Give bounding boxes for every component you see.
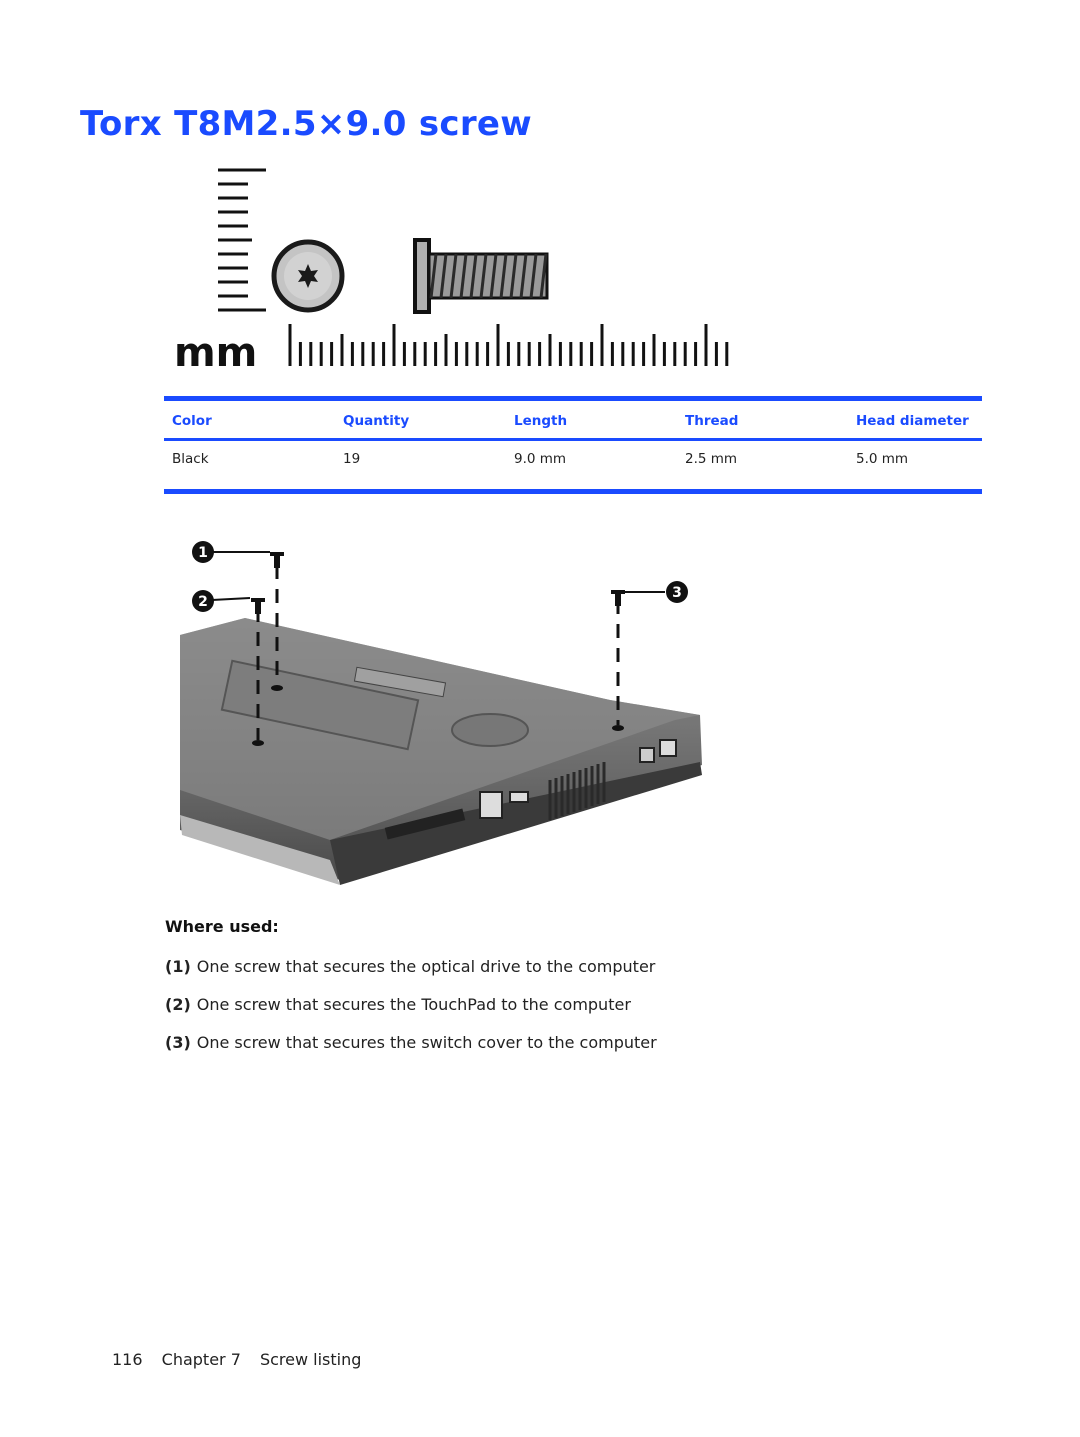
callout-1-label: 1 xyxy=(198,545,208,561)
screw-side-icon xyxy=(413,238,549,314)
ruler-icon xyxy=(218,168,729,366)
chapter-label: Chapter 7 xyxy=(161,1350,241,1369)
callout-2-label: 2 xyxy=(198,594,208,610)
page-number: 116 xyxy=(112,1350,143,1369)
screw-guide-lines xyxy=(256,565,620,740)
cell-color: Black xyxy=(164,439,335,494)
list-item: (1) One screw that secures the optical dr… xyxy=(165,955,657,993)
list-item-number: (1) xyxy=(165,957,191,976)
list-item-text: One screw that secures the TouchPad to t… xyxy=(196,995,631,1014)
page-title: Torx T8M2.5×9.0 screw xyxy=(80,104,532,144)
cell-thread: 2.5 mm xyxy=(677,439,848,494)
list-item: (3) One screw that secures the switch cov… xyxy=(165,1031,657,1069)
callout-2: 2 xyxy=(192,590,214,612)
list-item-text: One screw that secures the switch cover … xyxy=(196,1033,657,1052)
page-footer: 116 Chapter 7 Screw listing xyxy=(112,1350,375,1369)
table-row: Black 19 9.0 mm 2.5 mm 5.0 mm xyxy=(164,439,982,494)
where-used-heading: Where used: xyxy=(165,917,279,936)
laptop-screw-location-figure: 1 2 3 xyxy=(180,541,702,885)
torx-head-icon xyxy=(271,239,345,313)
cell-length: 9.0 mm xyxy=(506,439,677,494)
callout-1: 1 xyxy=(192,541,214,563)
laptop-underside-image xyxy=(180,618,702,885)
column-header-head-diameter: Head diameter xyxy=(848,401,982,441)
list-item-number: (3) xyxy=(165,1033,191,1052)
column-header-color: Color xyxy=(164,401,335,441)
column-header-length: Length xyxy=(506,401,677,441)
mm-scale-label: mm xyxy=(174,330,257,376)
list-item: (2) One screw that secures the TouchPad t… xyxy=(165,993,657,1031)
list-item-number: (2) xyxy=(165,995,191,1014)
screw-markers xyxy=(251,552,625,746)
where-used-list: (1) One screw that secures the optical dr… xyxy=(165,955,657,1069)
section-label: Screw listing xyxy=(259,1350,362,1369)
callout-3: 3 xyxy=(666,581,688,603)
cell-head-diameter: 5.0 mm xyxy=(848,439,982,494)
screw-scale-figure: mm xyxy=(174,168,729,376)
screw-spec-table: Color Quantity Length Thread Head diamet… xyxy=(164,396,982,494)
column-header-quantity: Quantity xyxy=(335,401,506,441)
list-item-text: One screw that secures the optical drive… xyxy=(196,957,656,976)
table-header-row: Color Quantity Length Thread Head diamet… xyxy=(164,401,982,441)
cell-quantity: 19 xyxy=(335,439,506,494)
callout-3-label: 3 xyxy=(672,585,682,601)
column-header-thread: Thread xyxy=(677,401,848,441)
